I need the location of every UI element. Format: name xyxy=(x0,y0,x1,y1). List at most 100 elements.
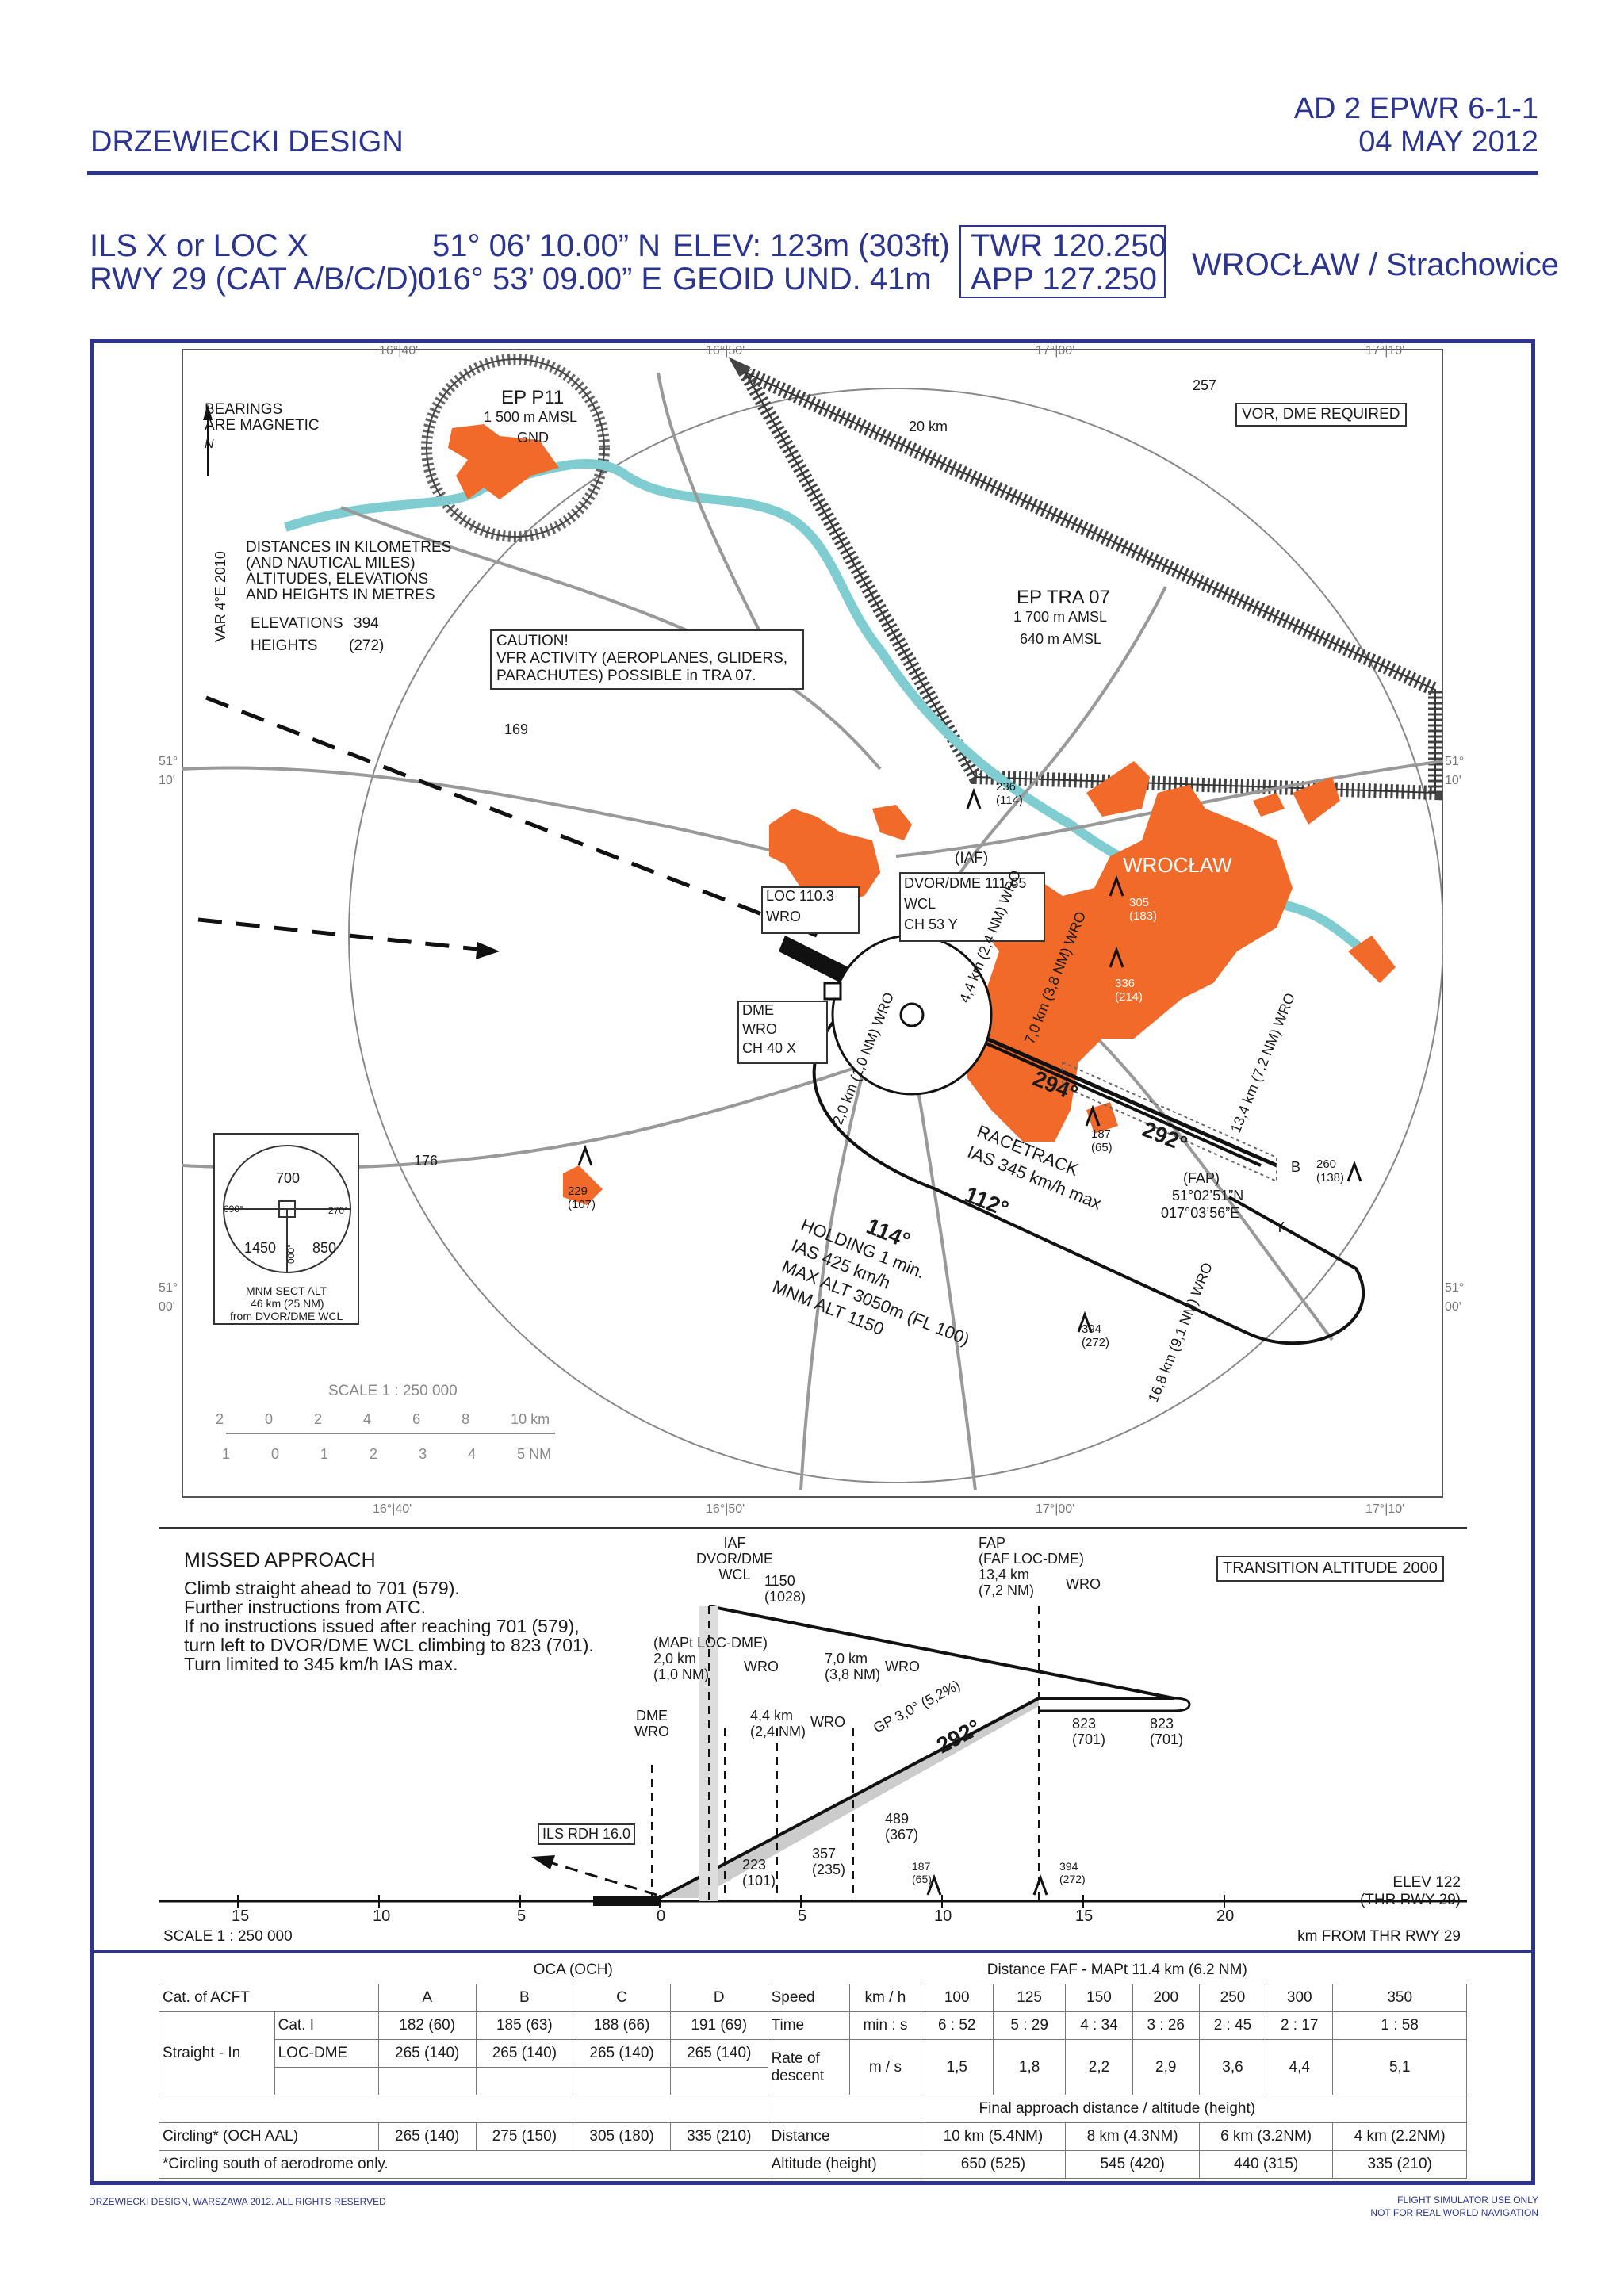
table-divider xyxy=(94,1950,1531,1953)
altitude-label: Altitude (height) xyxy=(767,2150,921,2179)
msa-r000: 000° xyxy=(285,1244,297,1264)
obstacle-394-symbol xyxy=(1032,1873,1048,1896)
ep-p11-name: EP P11 xyxy=(501,387,565,408)
loc-symbol xyxy=(823,982,842,1001)
rod-250: 3,6 xyxy=(1198,2039,1267,2095)
obstacle-187-symbol xyxy=(926,1873,942,1896)
transition-altitude: TRANSITION ALTITUDE 2000 xyxy=(1216,1556,1444,1582)
elevation: ELEV: 123m (303ft) xyxy=(672,228,950,263)
missed-approach-title: MISSED APPROACH xyxy=(184,1549,376,1571)
axis-10e: 10 xyxy=(934,1908,952,1925)
profile-scale: SCALE 1 : 250 000 xyxy=(163,1928,293,1945)
obstacle-305: 305(183) xyxy=(1129,896,1158,923)
rod-200: 2,9 xyxy=(1132,2039,1200,2095)
cat-a: A xyxy=(377,1984,477,2012)
profile-d70-wro: WRO xyxy=(885,1659,920,1674)
time-125: 5 : 29 xyxy=(992,2011,1067,2040)
cat-b: B xyxy=(475,1984,574,2012)
cat-header: Cat. of ACFT xyxy=(159,1984,379,2012)
time-100: 6 : 52 xyxy=(920,2011,994,2040)
msa-north: 700 xyxy=(276,1170,301,1186)
dme-ident: WRO xyxy=(742,1021,777,1037)
profile-obs-394: 394(272) xyxy=(1059,1860,1086,1885)
lat-right-bot-deg: 51° xyxy=(1445,1281,1465,1295)
dme-label: DME xyxy=(742,1002,774,1018)
page-ref: AD 2 EPWR 6-1-1 xyxy=(1293,92,1538,125)
locdme-label: LOC-DME xyxy=(274,2039,379,2068)
circling-d: 335 (210) xyxy=(669,2122,768,2151)
twr-frequency: TWR 120.250 xyxy=(971,228,1166,263)
profile-divider xyxy=(159,1527,1467,1529)
rod-100: 1,5 xyxy=(920,2039,994,2095)
time-350: 1 : 58 xyxy=(1332,2011,1467,2040)
ils-rdh: ILS RDH 16.0 xyxy=(538,1823,636,1845)
obstacle-336: 336(214) xyxy=(1115,977,1143,1004)
axis-ticks xyxy=(237,1895,1225,1908)
dist-faf-header: Distance FAF - MAPt 11.4 km (6.2 NM) xyxy=(986,1961,1247,1978)
profile-fap: FAP(FAF LOC-DME)13,4 km(7,2 NM) xyxy=(979,1535,1084,1598)
msa-caption-3: from DVOR/DME WCL xyxy=(230,1310,343,1322)
missed-line-3: If no instructions issued after reaching… xyxy=(184,1616,580,1636)
profile-d70: 7,0 km(3,8 NM) xyxy=(825,1651,881,1682)
profile-axis-unit: km FROM THR RWY 29 xyxy=(1297,1928,1461,1945)
elevations-label: ELEVATIONS xyxy=(251,615,343,632)
profile-obs-187: 187(65) xyxy=(912,1860,932,1885)
bearings-note-1: BEARINGS xyxy=(205,401,283,418)
ms-label: m / s xyxy=(849,2039,921,2095)
lat-left-bot-min: 00' xyxy=(159,1300,175,1314)
minima-table: OCA (OCH) Distance FAF - MAPt 11.4 km (6… xyxy=(159,1957,1468,2179)
kmh-label: km / h xyxy=(849,1984,921,2012)
magnetic-variation: VAR 4°E 2010 xyxy=(213,551,228,642)
mins-label: min : s xyxy=(849,2011,921,2040)
distance-1: 10 km (5.4NM) xyxy=(920,2122,1067,2151)
arrival-track-1 xyxy=(205,695,818,938)
racetrack-pattern xyxy=(812,1021,1365,1345)
lat-right-top-deg: 51° xyxy=(1445,755,1465,768)
sim-notice-2: NOT FOR REAL WORLD NAVIGATION xyxy=(1370,2207,1538,2218)
missed-line-1: Climb straight ahead to 701 (579). xyxy=(184,1578,460,1598)
axis-5e: 5 xyxy=(798,1908,807,1925)
locdme-c: 265 (140) xyxy=(573,2039,671,2068)
msa-r270: 270° xyxy=(328,1205,348,1216)
lat-left-bot-deg: 51° xyxy=(159,1281,178,1295)
profile-mapt-wro: WRO xyxy=(744,1659,779,1674)
frequency-box xyxy=(959,225,1166,298)
initial-segment xyxy=(708,1605,1174,1700)
distances-note-3: ALTITUDES, ELEVATIONS xyxy=(246,571,429,587)
obstacle-236: 236(114) xyxy=(996,780,1023,807)
profile-alt-489: 489(367) xyxy=(885,1811,919,1843)
geoid: GEOID UND. 41m xyxy=(672,262,932,297)
ring-20km-label: 20 km xyxy=(909,419,948,435)
loc-ident: WRO xyxy=(766,909,801,924)
ep-tra07-upper: 1 700 m AMSL xyxy=(1013,609,1108,625)
profile-d44: 4,4 km(2,4 NM) xyxy=(750,1708,806,1739)
point-b: B xyxy=(1291,1159,1301,1175)
distance-label: Distance xyxy=(767,2122,921,2151)
final-approach-title: Final approach distance / altitude (heig… xyxy=(767,2095,1468,2123)
msa-r090: 090° xyxy=(224,1203,243,1215)
dvor-freq: DVOR/DME 111.65 xyxy=(904,875,1027,891)
rod-150: 2,2 xyxy=(1065,2039,1133,2095)
map-top-tick-1: 16°|40' xyxy=(379,344,419,358)
airport-name: WROCŁAW / Strachowice xyxy=(1192,247,1560,282)
publisher: DRZEWIECKI DESIGN xyxy=(90,125,404,159)
profile-d44-wro: WRO xyxy=(810,1714,845,1730)
locdme-a: 265 (140) xyxy=(377,2039,477,2068)
circling-a: 265 (140) xyxy=(377,2122,477,2151)
time-label: Time xyxy=(767,2011,851,2040)
ep-p11-upper: 1 500 m AMSL xyxy=(484,409,578,425)
msa-east: 850 xyxy=(312,1240,337,1256)
lat-left-top-min: 10' xyxy=(159,774,175,787)
locdme-d: 265 (140) xyxy=(669,2039,768,2068)
distances-note-2: (AND NAUTICAL MILES) xyxy=(246,555,416,572)
fap-lat: 51°02’51”N xyxy=(1172,1188,1244,1203)
cat-d: D xyxy=(669,1984,768,2012)
chart-date: 04 MAY 2012 xyxy=(1358,125,1538,159)
arrival-track-2 xyxy=(197,917,500,954)
speed-label: Speed xyxy=(767,1984,851,2012)
rod-350: 5,1 xyxy=(1332,2039,1467,2095)
